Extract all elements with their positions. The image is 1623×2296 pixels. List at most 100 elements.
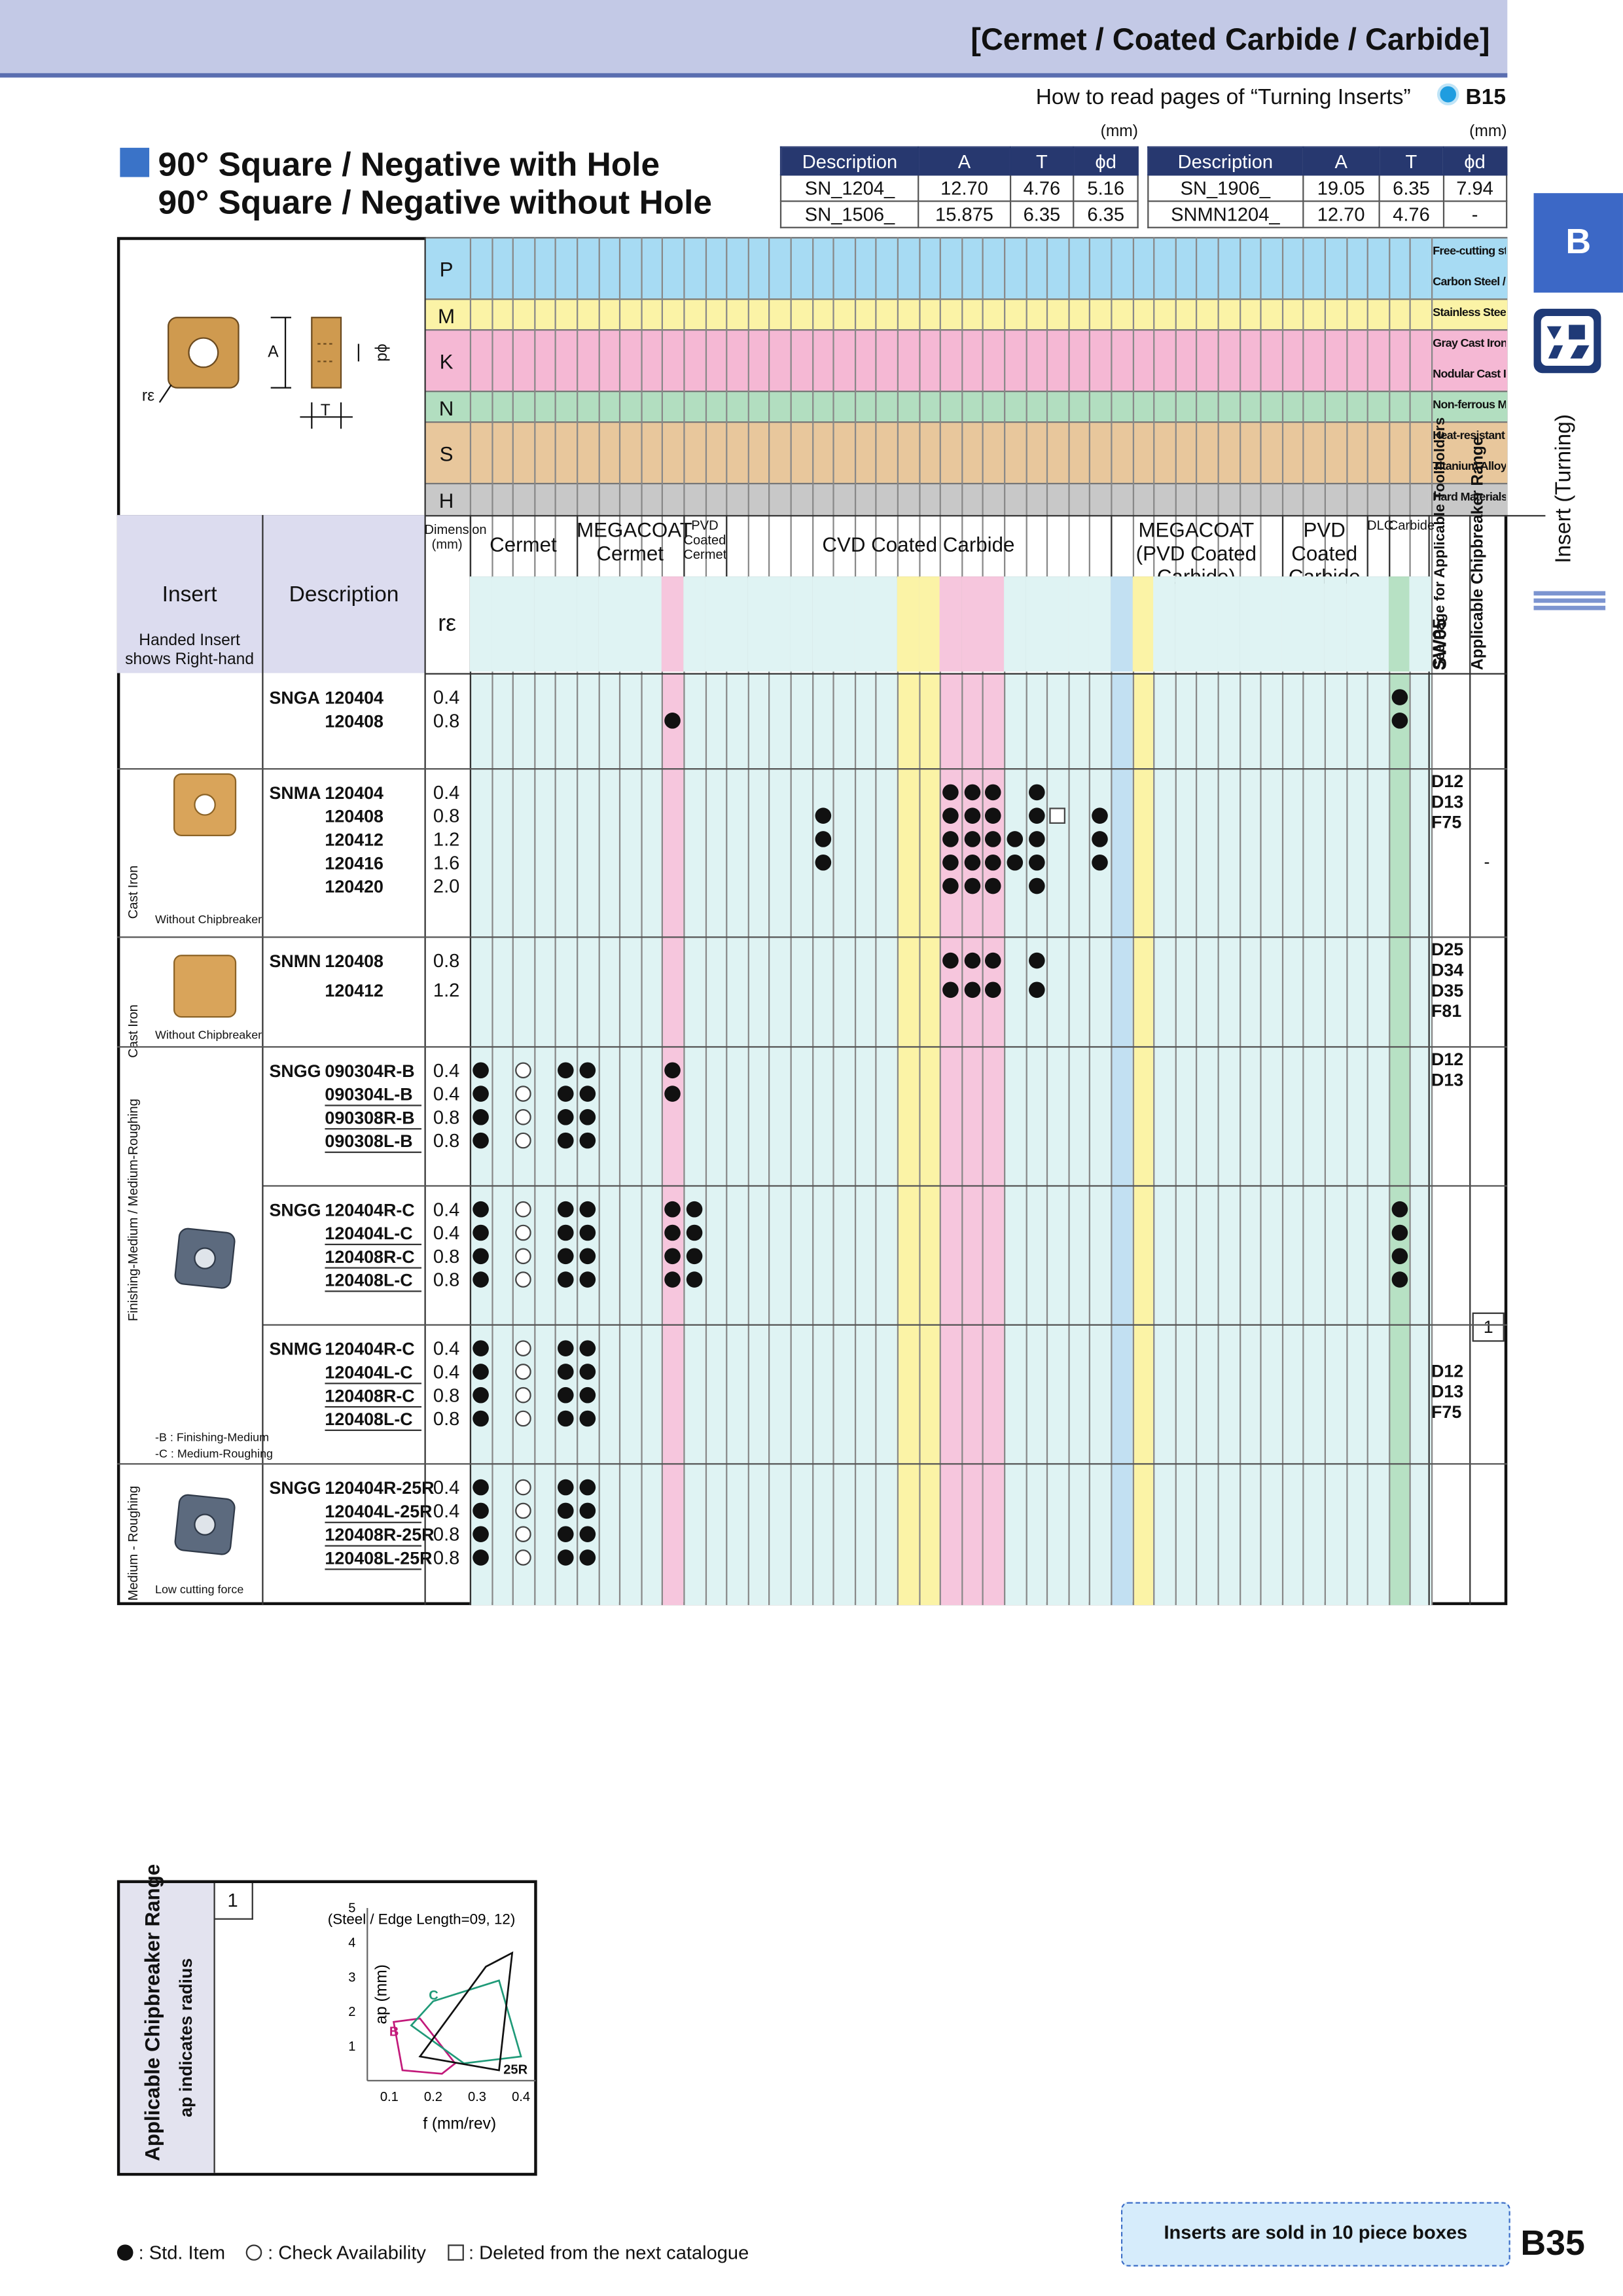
std-item-mark: [579, 1479, 596, 1496]
grade-gridline: [854, 237, 856, 1606]
std-item-mark: [1391, 1201, 1408, 1218]
grade-column-bg: [683, 673, 705, 1606]
grade-gridline: [1367, 237, 1369, 1606]
product-code: 120404: [325, 783, 383, 804]
code-underline: [325, 1521, 422, 1523]
legend: : Std. Item : Check Availability : Delet…: [116, 2241, 749, 2264]
ref-page-link[interactable]: B15: [1438, 83, 1506, 110]
header-title: [Cermet / Coated Carbide / Carbide]: [971, 23, 1490, 58]
nose-radius: 0.4: [433, 686, 460, 709]
dim-cell: 4.76: [1008, 174, 1075, 202]
section-tab[interactable]: B: [1533, 193, 1623, 293]
grade-gridline: [1303, 237, 1305, 1606]
range-label-C: C: [429, 1988, 438, 2003]
nose-radius: 0.8: [433, 1384, 460, 1406]
grade-header-cell: PR1310: [1217, 576, 1258, 672]
grade-header-cell: CA5505: [812, 576, 853, 672]
material-code: K: [439, 349, 454, 374]
check-availability-mark: [515, 1132, 532, 1149]
material-code: H: [438, 487, 454, 512]
grade-gridline: [1175, 237, 1177, 1606]
grade-gridline: [491, 237, 493, 1606]
std-item-mark: [942, 854, 959, 871]
grade-gridline: [961, 237, 963, 1606]
grade-gridline: [1281, 237, 1283, 1606]
std-item-mark: [558, 1271, 575, 1288]
product-name: SNGG: [269, 1061, 321, 1082]
std-item-mark: [942, 877, 959, 894]
check-availability-mark: [515, 1364, 532, 1380]
grade-column-bg: [1153, 673, 1175, 1606]
product-name: SNMG: [269, 1339, 322, 1360]
check-availability-mark: [515, 1201, 532, 1218]
re-header: rε: [438, 611, 457, 637]
std-item-mark: [1028, 807, 1044, 824]
dim-cell: 4.76: [1378, 200, 1444, 228]
std-item-mark: [473, 1410, 489, 1427]
re-divider: [469, 515, 472, 1606]
grade-gridline: [1089, 237, 1091, 1606]
toolholder-page: D13: [1431, 791, 1464, 813]
dim-header: ϕd: [1073, 146, 1139, 176]
range-ref[interactable]: 1: [1472, 1312, 1505, 1342]
std-item-mark: [579, 1526, 596, 1542]
grade-header-cell: PV7020: [704, 576, 746, 672]
grade-header-cell: CA315: [961, 576, 1002, 672]
dim-cell: SN_1506_: [779, 200, 920, 228]
nose-radius: 0.8: [433, 1546, 460, 1569]
std-item-mark: [814, 807, 831, 824]
grade-column-bg: [1046, 673, 1068, 1606]
group-divider: [726, 515, 728, 577]
grade-header-cell: PR1005: [1303, 576, 1344, 672]
grade-column-bg: [854, 673, 876, 1606]
dim-cell: 6.35: [1008, 200, 1075, 228]
std-item-mark: [985, 981, 1002, 998]
grade-gridline: [1410, 237, 1412, 1606]
std-item-mark: [473, 1132, 489, 1149]
material-row-M: M: [424, 298, 1429, 331]
product-code: 120412: [325, 980, 383, 1001]
std-item-mark: [1391, 713, 1408, 729]
std-item-mark: [686, 1271, 703, 1288]
grade-column-bg: [704, 673, 726, 1606]
product-code: 120404R-25R: [325, 1477, 435, 1498]
material-code: S: [439, 442, 454, 466]
product-name: SNGG: [269, 1199, 321, 1220]
legend-deleted: : Deleted from the next catalogue: [469, 2241, 749, 2264]
how-to-read-link[interactable]: How to read pages of “Turning Inserts”: [1035, 84, 1411, 110]
product-code: 120404L-C: [325, 1223, 413, 1244]
code-underline: [325, 1267, 422, 1269]
grade-column-bg: [832, 673, 855, 1606]
std-item-mark: [964, 831, 980, 847]
std-item-mark: [964, 981, 980, 998]
group-divider: [469, 515, 472, 577]
check-availability-mark: [515, 1410, 532, 1427]
material-row-S: S: [424, 421, 1429, 485]
std-item-mark: [579, 1364, 596, 1380]
code-underline: [325, 1383, 422, 1385]
grade-gridline: [533, 237, 535, 1606]
grade-gridline: [555, 237, 557, 1606]
range-side-sub: ap indicates radius: [175, 1958, 196, 2117]
product-name: SNGA: [269, 688, 320, 709]
std-item-mark: [964, 807, 980, 824]
material-name: Non-ferrous Metals: [1433, 398, 1506, 412]
std-item-mark: [985, 807, 1002, 824]
grade-column-bg: [812, 673, 833, 1606]
dim-cell: 12.70: [1302, 200, 1381, 228]
grade-gridline: [577, 237, 579, 1606]
deleted-symbol: [447, 2244, 463, 2261]
range-C: [410, 1979, 522, 2064]
std-item-mark: [964, 784, 980, 801]
x-axis-label: f (mm/rev): [423, 2115, 496, 2133]
material-code: N: [438, 395, 454, 419]
insert-photo: [173, 954, 237, 1026]
grade-header-cell: CA6515: [897, 576, 938, 672]
std-item-mark: [579, 1132, 596, 1149]
toolholder-page: D12: [1431, 1049, 1464, 1070]
block-divider: [116, 768, 1508, 770]
std-item-mark: [1391, 1224, 1408, 1241]
std-item-mark: [579, 1086, 596, 1102]
